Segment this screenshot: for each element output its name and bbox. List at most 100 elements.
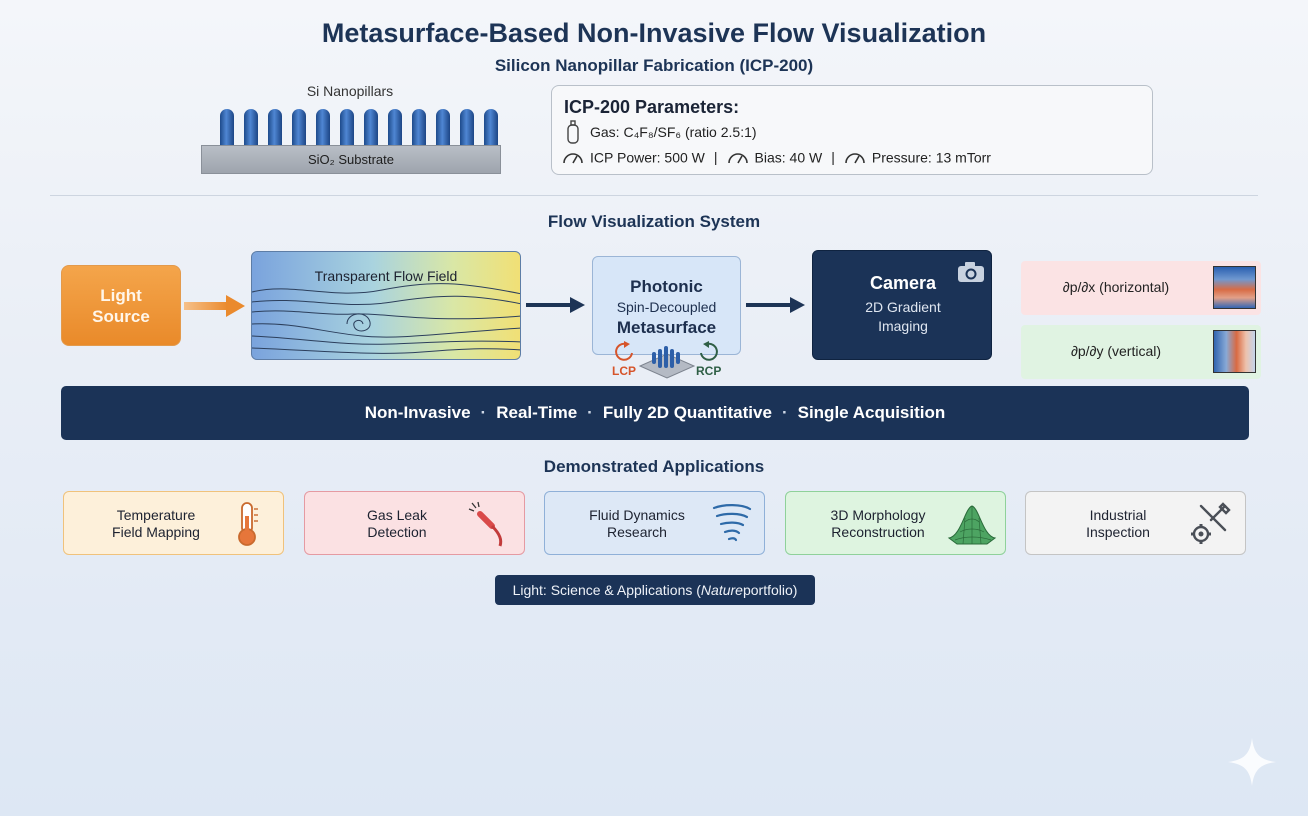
camera-title: Camera xyxy=(869,273,937,293)
flow-streamlines xyxy=(252,283,520,354)
metasurface-line2: Spin-Decoupled xyxy=(616,299,717,315)
nanopillar xyxy=(412,109,426,146)
feature-single-acquisition: Single Acquisition xyxy=(797,403,946,422)
metasurface-box: Photonic Spin-Decoupled Metasurface xyxy=(592,256,741,355)
bias: Bias: 40 W xyxy=(754,149,823,166)
features-banner: Non-Invasive · Real-Time · Fully 2D Quan… xyxy=(61,386,1249,440)
gauge-icon xyxy=(727,153,748,164)
section-divider xyxy=(50,195,1258,196)
metasurface-line3: Metasurface xyxy=(616,318,717,337)
gas-nozzle-icon xyxy=(468,501,503,547)
nanopillar xyxy=(220,109,234,146)
gas-cylinder-icon xyxy=(567,120,579,144)
camera-icon xyxy=(958,262,984,282)
separator: | xyxy=(831,149,835,166)
icp-parameters-panel: ICP-200 Parameters: Gas: C₄F₈/SF₆ (ratio… xyxy=(551,85,1153,175)
thermometer-icon xyxy=(238,502,258,546)
pressure: Pressure: 13 mTorr xyxy=(871,149,991,166)
app-line2: Reconstruction xyxy=(831,524,925,540)
bullet-dot: · xyxy=(587,403,593,422)
journal-footer-badge: Light: Science & Applications (Nature po… xyxy=(495,575,815,605)
separator: | xyxy=(713,149,718,166)
rcp-label: RCP xyxy=(696,364,722,378)
app-line1: 3D Morphology xyxy=(830,507,926,523)
arrow-right-icon xyxy=(526,297,585,313)
params-title: ICP-200 Parameters: xyxy=(564,97,740,117)
footer-suffix: portfolio) xyxy=(742,582,798,598)
icp-power: ICP Power: 500 W xyxy=(590,149,705,166)
app-line2: Inspection xyxy=(1086,524,1150,540)
nanopillar xyxy=(364,109,378,146)
nanopillar xyxy=(484,109,498,146)
rotate-left-icon xyxy=(615,341,633,361)
mesh-surface-icon xyxy=(947,505,997,545)
sparkle-icon xyxy=(1228,738,1276,786)
arrow-right-icon xyxy=(184,295,245,317)
feature-non-invasive: Non-Invasive xyxy=(364,403,471,422)
rotate-right-icon xyxy=(700,341,718,361)
gradient-horizontal-card: ∂p/∂x (horizontal) xyxy=(1021,261,1261,315)
app-line1: Temperature xyxy=(116,507,196,523)
substrate: SiO₂ Substrate xyxy=(201,145,501,174)
params-gas: Gas: C₄F₈/SF₆ (ratio 2.5:1) xyxy=(590,124,757,140)
app-line1: Industrial xyxy=(1089,507,1147,523)
flow-field-label: Transparent Flow Field xyxy=(314,268,458,284)
feature-real-time: Real-Time xyxy=(496,403,578,422)
flow-field-box: Transparent Flow Field xyxy=(251,251,521,360)
metasurface-line1: Photonic xyxy=(630,277,703,296)
app-line1: Gas Leak xyxy=(367,507,427,523)
nanopillars-label: Si Nanopillars xyxy=(306,83,394,99)
arrow-right-icon xyxy=(746,297,805,313)
tools-gear-icon xyxy=(1191,502,1231,544)
footer-journal: Nature xyxy=(700,582,743,598)
gauge-icon xyxy=(845,153,865,164)
feature-2d-quantitative: Fully 2D Quantitative xyxy=(602,403,772,422)
params-row: ICP Power: 500 W | Bias: 40 W | Pressure: 13… xyxy=(562,148,991,165)
nanopillar xyxy=(244,109,258,146)
app-line2: Detection xyxy=(367,524,427,540)
metasurface-chip-icon xyxy=(638,346,696,379)
light-source-label: Light Source xyxy=(92,285,150,326)
bullet-dot: · xyxy=(781,403,788,422)
gradient-vertical-map xyxy=(1213,330,1256,373)
nanopillar xyxy=(268,109,282,146)
substrate-label: SiO₂ Substrate xyxy=(308,152,394,167)
system-section-title: Flow Visualization System xyxy=(547,212,761,231)
nanopillar xyxy=(436,109,450,146)
light-source-box: Light Source xyxy=(61,265,181,346)
bullet-dot: · xyxy=(480,403,487,422)
vortex-icon xyxy=(712,504,752,542)
gradient-horizontal-label: ∂p/∂x (horizontal) xyxy=(1062,279,1170,295)
camera-line1: 2D Gradient xyxy=(865,299,941,315)
app-line2: Research xyxy=(607,524,667,540)
nanopillar xyxy=(340,109,354,146)
footer-prefix: Light: Science & Applications ( xyxy=(512,582,701,598)
applications-section-title: Demonstrated Applications xyxy=(543,457,765,476)
nanopillar xyxy=(292,109,306,146)
gradient-horizontal-map xyxy=(1213,266,1256,309)
gradient-vertical-card: ∂p/∂y (vertical) xyxy=(1021,325,1261,379)
nanopillar xyxy=(388,109,402,146)
nanopillar xyxy=(316,109,330,146)
gauge-icon xyxy=(563,153,583,164)
page-subtitle: Silicon Nanopillar Fabrication (ICP-200) xyxy=(494,56,814,75)
app-line2: Field Mapping xyxy=(112,524,200,540)
app-line1: Fluid Dynamics xyxy=(589,507,685,523)
nanopillar xyxy=(460,109,474,146)
camera-line2: Imaging xyxy=(878,318,928,334)
page-title: Metasurface-Based Non-Invasive Flow Visu… xyxy=(321,18,987,48)
gradient-vertical-label: ∂p/∂y (vertical) xyxy=(1070,343,1162,359)
lcp-label: LCP xyxy=(612,364,636,378)
